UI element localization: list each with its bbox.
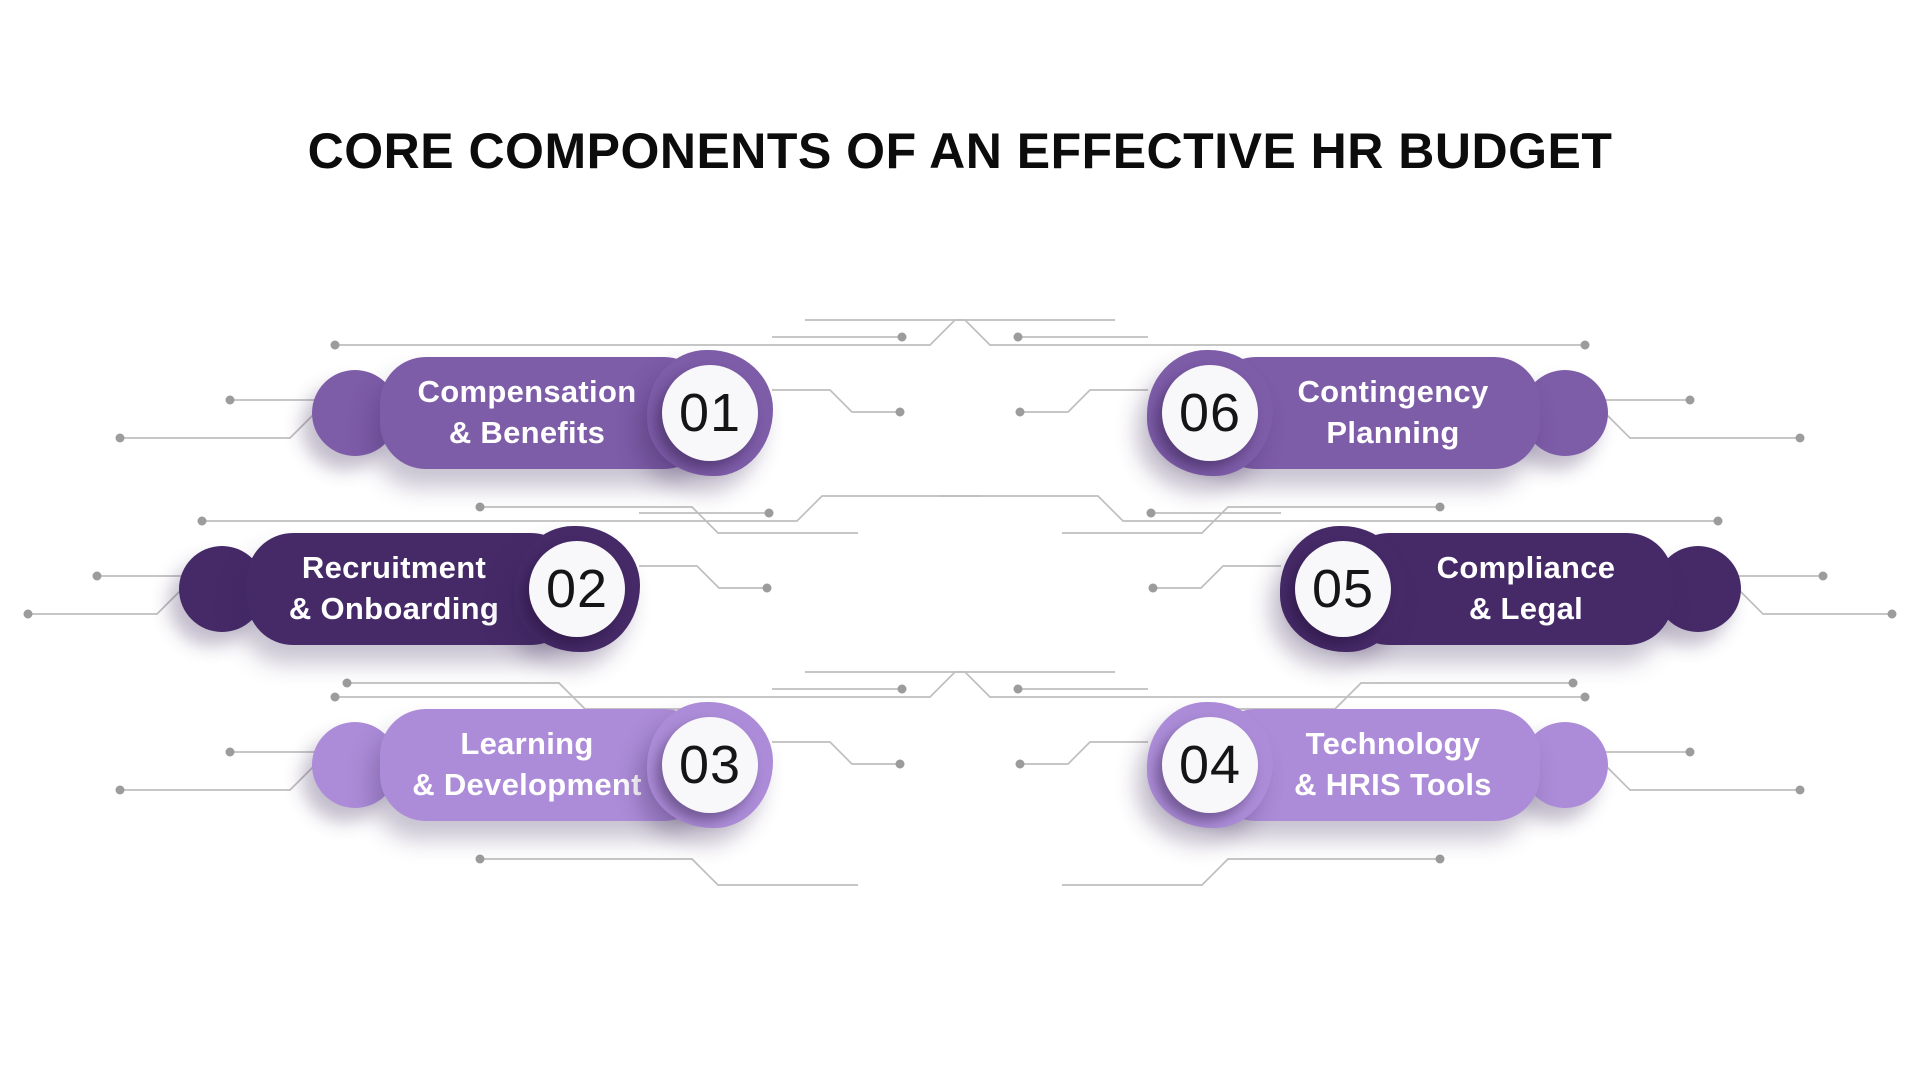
component-card-02: Recruitment & Onboarding 02 [179,526,640,652]
number-badge: 02 [514,526,640,652]
label-line-2: & HRIS Tools [1294,767,1492,802]
component-label: Compliance & Legal [1437,548,1616,630]
number-badge: 05 [1280,526,1406,652]
number-badge: 01 [647,350,773,476]
component-label: Compensation & Benefits [418,372,637,454]
label-line-1: Contingency [1297,374,1489,410]
label-line-1: Compensation [417,374,637,410]
step-number: 06 [1178,383,1242,443]
component-label: Learning & Development [412,724,642,806]
step-number: 04 [1178,735,1242,795]
step-number: 02 [545,559,609,619]
component-card-06: Contingency Planning 06 [1147,350,1608,476]
number-badge: 03 [647,702,773,828]
component-card-03: Learning & Development 03 [312,702,773,828]
step-number: 01 [678,383,742,443]
page-title: CORE COMPONENTS OF AN EFFECTIVE HR BUDGE… [307,122,1613,179]
step-number: 03 [678,735,742,795]
number-badge: 04 [1147,702,1273,828]
component-card-01: Compensation & Benefits 01 [312,350,773,476]
label-line-2: & Legal [1468,591,1584,626]
label-line-1: Recruitment [301,550,487,586]
component-pill: Technology & HRIS Tools [1210,709,1540,821]
label-line-2: & Onboarding [288,591,500,626]
component-pill: Compliance & Legal [1343,533,1673,645]
component-card-04: Technology & HRIS Tools 04 [1147,702,1608,828]
label-line-1: Compliance [1436,550,1616,586]
component-label: Technology & HRIS Tools [1294,724,1492,806]
label-line-2: & Benefits [448,415,606,450]
component-label: Contingency Planning [1297,372,1488,454]
number-badge: 06 [1147,350,1273,476]
label-line-1: Technology [1305,726,1481,762]
component-card-05: Compliance & Legal 05 [1280,526,1741,652]
component-label: Recruitment & Onboarding [289,548,499,630]
label-line-2: & Development [412,767,642,802]
component-pill: Contingency Planning [1210,357,1540,469]
label-line-1: Learning [460,726,594,762]
step-number: 05 [1311,559,1375,619]
label-line-2: Planning [1326,415,1460,450]
